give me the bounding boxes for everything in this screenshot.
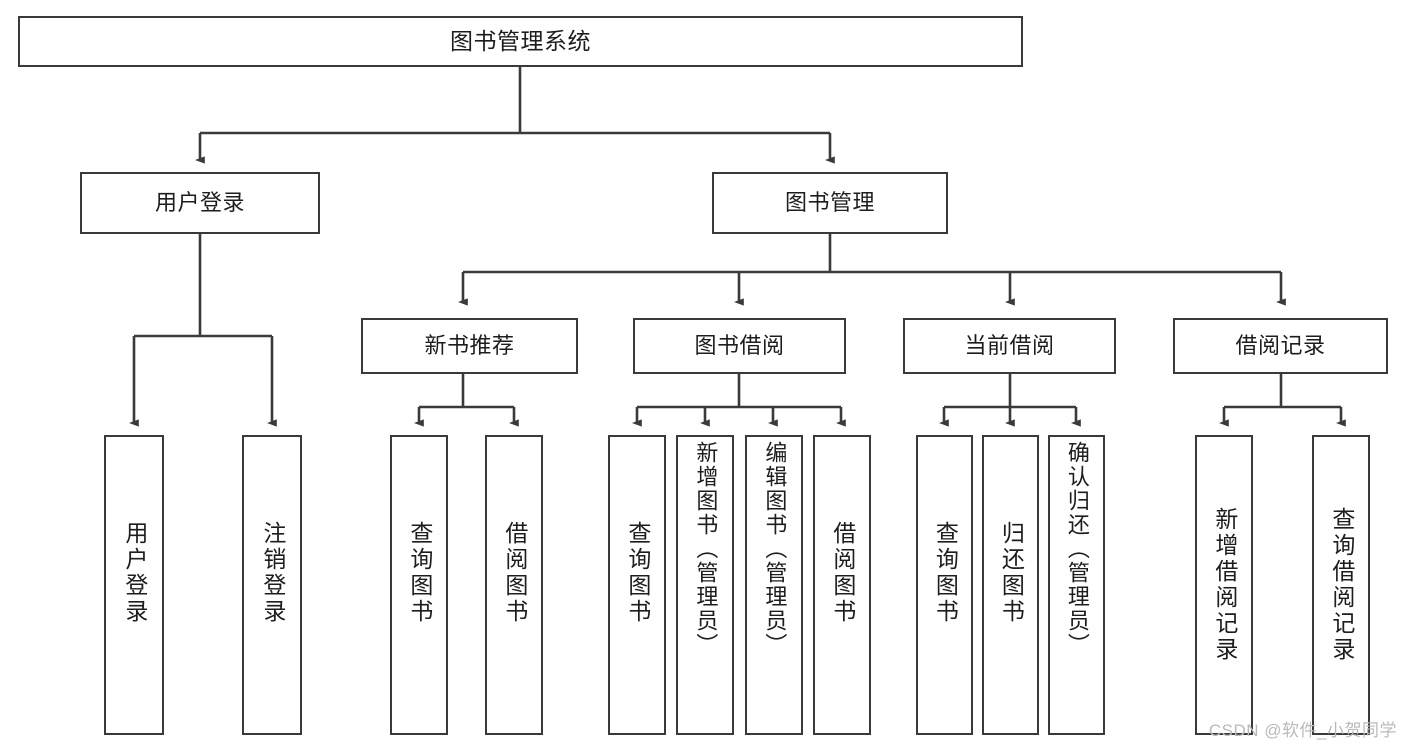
- leaf-add-book-admin[interactable]: 新增图书（管理员）: [676, 435, 734, 735]
- node-label: 借阅图书: [501, 521, 528, 625]
- node-label: 当前借阅: [964, 333, 1055, 358]
- leaf-return-book[interactable]: 归还图书: [982, 435, 1039, 735]
- node-user-login[interactable]: 用户登录: [80, 172, 320, 234]
- node-label: 注销登录: [259, 521, 286, 625]
- leaf-confirm-return-admin[interactable]: 确认归还（管理员）: [1048, 435, 1105, 735]
- leaf-query-book-current[interactable]: 查询图书: [916, 435, 973, 735]
- node-label: 图书借阅: [694, 333, 785, 358]
- node-label: 借阅记录: [1235, 333, 1326, 358]
- leaf-query-book-recommend[interactable]: 查询图书: [390, 435, 448, 735]
- leaf-borrow-book[interactable]: 借阅图书: [813, 435, 871, 735]
- node-label: 编辑图书（管理员）: [762, 441, 788, 657]
- node-label: 查询图书: [932, 521, 959, 625]
- node-label: 新增图书（管理员）: [693, 441, 719, 657]
- leaf-logout-login[interactable]: 注销登录: [242, 435, 302, 735]
- node-book-management-system[interactable]: 图书管理系统: [18, 16, 1023, 67]
- leaf-query-book-borrow[interactable]: 查询图书: [608, 435, 666, 735]
- leaf-user-login[interactable]: 用户登录: [104, 435, 164, 735]
- node-book-management[interactable]: 图书管理: [712, 172, 948, 234]
- node-label: 查询图书: [406, 521, 433, 625]
- node-borrow-record[interactable]: 借阅记录: [1173, 318, 1388, 374]
- node-label: 新增借阅记录: [1211, 507, 1238, 663]
- node-label: 借阅图书: [829, 521, 856, 625]
- leaf-borrow-book-recommend[interactable]: 借阅图书: [485, 435, 543, 735]
- node-label: 用户登录: [121, 521, 148, 625]
- watermark-text: CSDN @软件_小贺同学: [1208, 721, 1397, 740]
- node-label: 用户登录: [154, 190, 245, 215]
- node-label: 确认归还（管理员）: [1064, 441, 1090, 657]
- node-label: 图书管理: [784, 190, 875, 215]
- node-label: 图书管理系统: [450, 28, 591, 54]
- node-label: 新书推荐: [424, 333, 515, 358]
- node-current-borrow[interactable]: 当前借阅: [903, 318, 1116, 374]
- leaf-edit-book-admin[interactable]: 编辑图书（管理员）: [745, 435, 803, 735]
- leaf-query-borrow-record[interactable]: 查询借阅记录: [1312, 435, 1370, 735]
- node-new-book-recommend[interactable]: 新书推荐: [361, 318, 578, 374]
- leaf-add-borrow-record[interactable]: 新增借阅记录: [1195, 435, 1253, 735]
- node-label: 查询图书: [624, 521, 651, 625]
- node-label: 归还图书: [998, 521, 1025, 625]
- node-label: 查询借阅记录: [1328, 507, 1355, 663]
- node-book-borrow[interactable]: 图书借阅: [633, 318, 846, 374]
